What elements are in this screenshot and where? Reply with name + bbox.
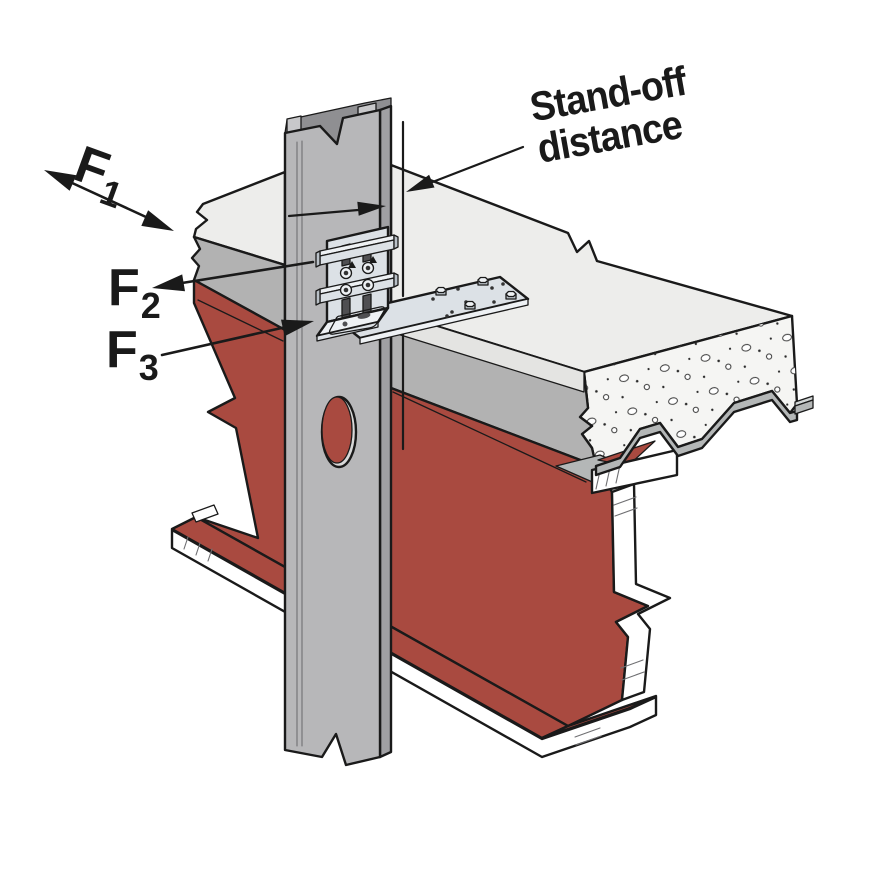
anchor-bolt [477, 276, 489, 286]
standoff-arrow-right [287, 201, 386, 218]
anchor-plate-edge [359, 298, 529, 345]
flange-hole [342, 321, 348, 327]
anchor-bolt [435, 286, 447, 296]
f3-label-base: F [106, 321, 138, 379]
connector-screws [339, 261, 375, 297]
f2-arrowhead [152, 274, 185, 292]
standoff-arrow-left [406, 145, 525, 192]
f3-label-sub: 3 [138, 347, 159, 388]
connector-rib-lower [315, 272, 399, 306]
anchor-bolt [464, 300, 476, 310]
deck-profile [594, 389, 799, 477]
f2-label-sub: 2 [140, 285, 161, 326]
stud-side-face [378, 104, 393, 759]
anchor-bolts [435, 276, 517, 310]
f2-label: F2 [108, 259, 161, 324]
bypass-connector [315, 225, 399, 342]
beam-flange-left-end [191, 504, 219, 523]
standoff-leader-line [428, 145, 525, 185]
emboss-arrow [348, 261, 356, 268]
anchor-bolt [505, 290, 517, 300]
concrete-slab [389, 163, 799, 468]
f3-arrow [160, 319, 314, 357]
connector-bottom-flange [315, 306, 390, 342]
stud-hole [321, 396, 353, 464]
f1-arrowhead-downright [141, 210, 174, 231]
flange-slot [357, 313, 371, 319]
flange-emboss-outline [328, 306, 386, 335]
f2-arrow [152, 260, 315, 292]
f1-arrow [44, 170, 174, 231]
beam-web-cut-strip [610, 482, 672, 702]
f3-label: F3 [106, 321, 159, 386]
deck-edge-lip [794, 399, 814, 415]
f1-arrowhead-upleft [44, 170, 77, 191]
f3-arrowhead [281, 319, 314, 337]
annotation-arrows [44, 145, 525, 357]
steel-stud [283, 97, 393, 767]
anchor-plate [330, 275, 530, 345]
f2-label-base: F [108, 259, 140, 317]
metal-deck [594, 389, 814, 477]
connector-rib-upper [315, 234, 399, 268]
anchor-plate-holes [431, 282, 505, 318]
slab-end-face-speckles [580, 316, 797, 466]
slab-chunk-left [190, 170, 287, 332]
emboss-arrow [369, 256, 377, 263]
beam-top-flange-cut [590, 448, 679, 495]
